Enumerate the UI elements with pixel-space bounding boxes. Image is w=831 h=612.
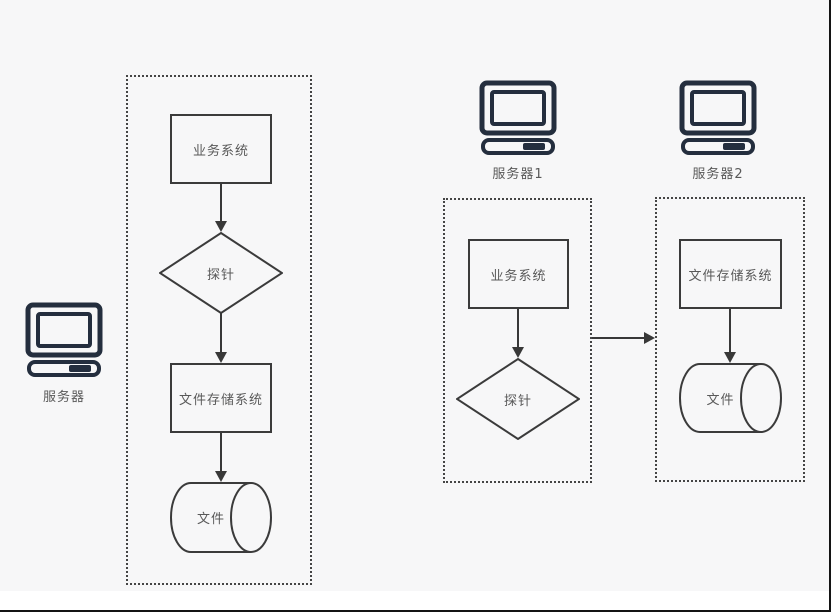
server2-computer [679, 80, 757, 160]
node-business-system-middle: 业务系统 [468, 239, 569, 309]
group-box-right [655, 197, 805, 482]
computer-icon [679, 80, 757, 155]
node-file-storage-left: 文件存储系统 [170, 363, 272, 433]
server1-computer [479, 80, 557, 160]
server1-label: 服务器1 [492, 167, 544, 182]
arrow-down [220, 433, 222, 472]
diamond-probe-middle [456, 358, 580, 440]
node-file-storage-right: 文件存储系统 [679, 239, 782, 309]
computer-icon [25, 302, 103, 377]
bottom-white-strip [0, 591, 831, 612]
cylinder-file-left [170, 482, 272, 553]
group-box-middle [443, 198, 592, 483]
window-bottom-edge [0, 610, 831, 612]
diamond-probe-left [159, 232, 283, 314]
arrow-down [220, 313, 222, 353]
server-computer [25, 302, 103, 382]
window-right-edge [829, 0, 831, 612]
server2-label: 服务器2 [692, 167, 744, 182]
node-business-system-left: 业务系统 [170, 114, 272, 184]
arrow-down [517, 309, 519, 348]
arrow-down [220, 184, 222, 222]
arrow-down [729, 309, 731, 353]
server-label: 服务器 [42, 390, 85, 405]
group-box-left [126, 75, 312, 585]
cylinder-file-right [679, 363, 782, 433]
arrow-right [592, 337, 645, 339]
computer-icon [479, 80, 557, 155]
